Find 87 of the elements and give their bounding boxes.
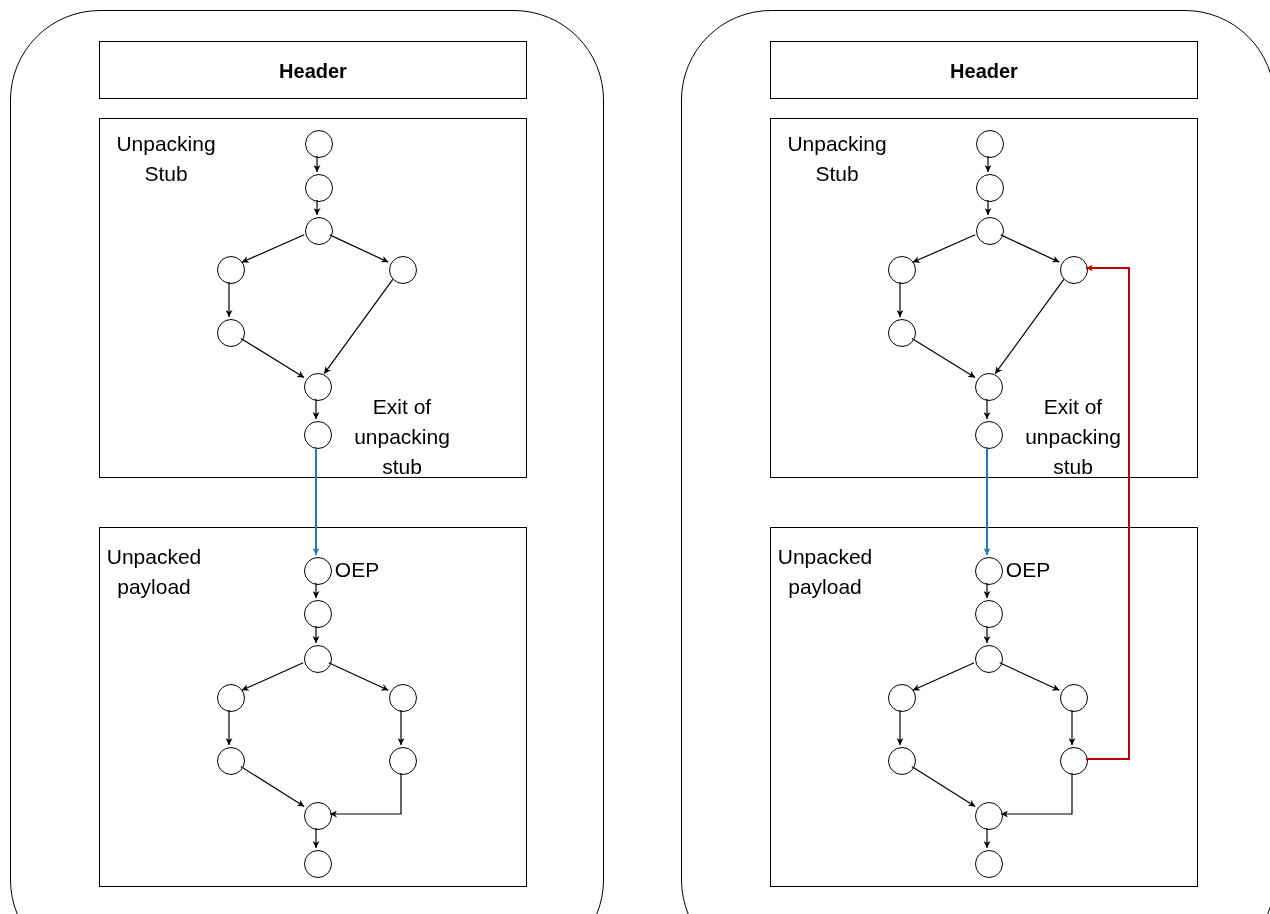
header-title: Header: [278, 59, 348, 84]
arrow: [983, 582, 991, 599]
flow-circle: [304, 600, 332, 628]
flow-circle: [888, 256, 916, 284]
node-caption: Exit of unpacking stub: [1024, 394, 1122, 480]
section-title: Unpacking Stub: [115, 131, 217, 187]
arrow: [241, 662, 304, 691]
arrow: [328, 662, 389, 691]
flow-circle: [975, 645, 1003, 673]
flow-circle: [389, 256, 417, 284]
flow-circle: [976, 130, 1004, 158]
section-title: Unpacked payload: [105, 544, 203, 600]
flow-circle: [305, 174, 333, 202]
flow-circle: [304, 373, 332, 401]
flow-circle: [217, 319, 245, 347]
section-box: [99, 118, 527, 478]
arrow: [241, 234, 305, 263]
arrow: [312, 398, 320, 420]
arrow: [896, 281, 904, 318]
arrow: [312, 582, 320, 599]
arrow: [983, 446, 991, 556]
arrow: [323, 278, 394, 375]
section-box: [770, 527, 1198, 887]
arrow: [912, 234, 976, 263]
section-title: Unpacked payload: [776, 544, 874, 600]
flow-circle: [975, 421, 1003, 449]
arrow: [896, 709, 904, 746]
flow-circle: [304, 645, 332, 673]
flow-circle: [304, 850, 332, 878]
arrow: [329, 234, 389, 263]
flow-circle: [217, 256, 245, 284]
arrow: [312, 827, 320, 849]
arrow: [1000, 234, 1060, 263]
node-caption: OEP: [333, 557, 381, 583]
arrow: [984, 155, 992, 173]
arrow: [225, 709, 233, 746]
flow-circle: [217, 684, 245, 712]
section-title: Unpacking Stub: [786, 131, 888, 187]
node-caption: OEP: [1004, 557, 1052, 583]
flow-circle: [1060, 256, 1088, 284]
header-box: [99, 41, 527, 99]
arrow: [313, 199, 321, 216]
flow-circle: [975, 600, 1003, 628]
arrow: [911, 337, 976, 379]
arrow: [1000, 772, 1073, 818]
arrow: [1068, 709, 1076, 746]
flow-circle: [975, 373, 1003, 401]
flow-circle: [305, 130, 333, 158]
flow-circle: [888, 319, 916, 347]
section-box: [99, 527, 527, 887]
header-box: [770, 41, 1198, 99]
arrow: [983, 827, 991, 849]
arrow: [911, 765, 976, 808]
flow-circle: [975, 802, 1003, 830]
flow-circle: [304, 557, 332, 585]
flow-circle: [217, 747, 245, 775]
arrow: [1085, 264, 1130, 760]
arrow: [312, 625, 320, 644]
flow-circle: [389, 684, 417, 712]
arrow: [984, 199, 992, 216]
flow-circle: [976, 174, 1004, 202]
flow-circle: [304, 421, 332, 449]
flow-circle: [976, 217, 1004, 245]
arrow: [983, 398, 991, 420]
arrow: [240, 765, 305, 808]
node-caption: Exit of unpacking stub: [353, 394, 451, 480]
header-title: Header: [949, 59, 1019, 84]
flow-circle: [975, 557, 1003, 585]
arrow: [225, 281, 233, 318]
arrow: [912, 662, 975, 691]
arrow: [999, 662, 1060, 691]
arrow: [329, 772, 402, 818]
flow-circle: [888, 684, 916, 712]
arrow: [983, 625, 991, 644]
arrow: [397, 709, 405, 746]
arrow: [994, 278, 1065, 375]
arrow: [312, 446, 320, 556]
arrow: [313, 155, 321, 173]
flow-circle: [975, 850, 1003, 878]
flow-circle: [1060, 747, 1088, 775]
flow-circle: [389, 747, 417, 775]
flow-circle: [304, 802, 332, 830]
flow-circle: [305, 217, 333, 245]
section-box: [770, 118, 1198, 478]
arrow: [240, 337, 305, 379]
flow-circle: [1060, 684, 1088, 712]
flow-circle: [888, 747, 916, 775]
